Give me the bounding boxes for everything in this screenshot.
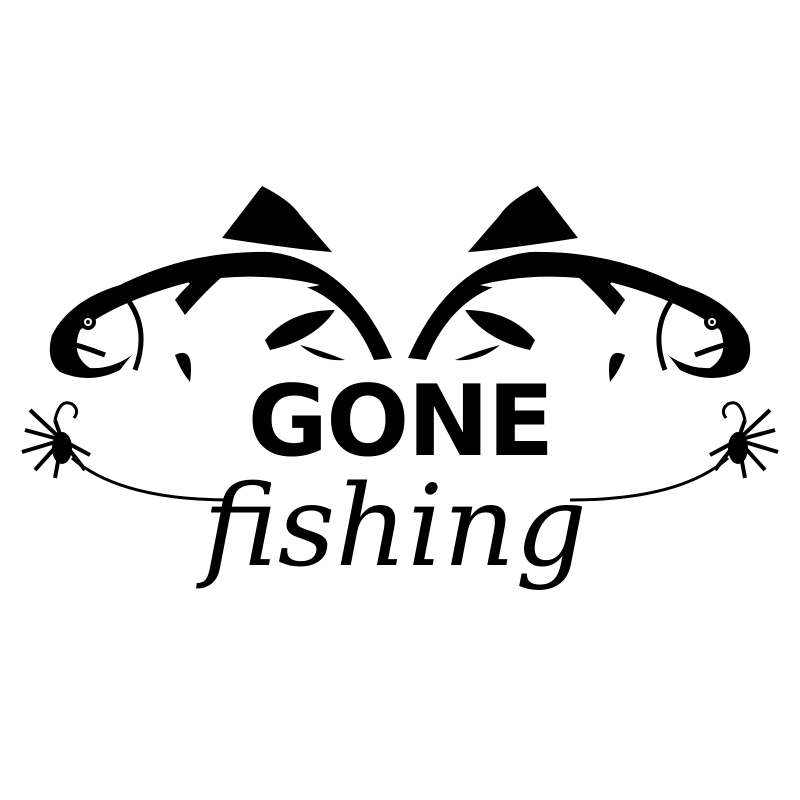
left-fishing-fly-icon: [20, 400, 232, 502]
fishing-subtitle: fishing: [196, 462, 587, 592]
gone-title: GONE: [248, 365, 553, 479]
right-fishing-fly-icon: [568, 400, 780, 502]
left-trout-illustration: [50, 186, 392, 382]
right-trout-illustration: [408, 186, 750, 382]
